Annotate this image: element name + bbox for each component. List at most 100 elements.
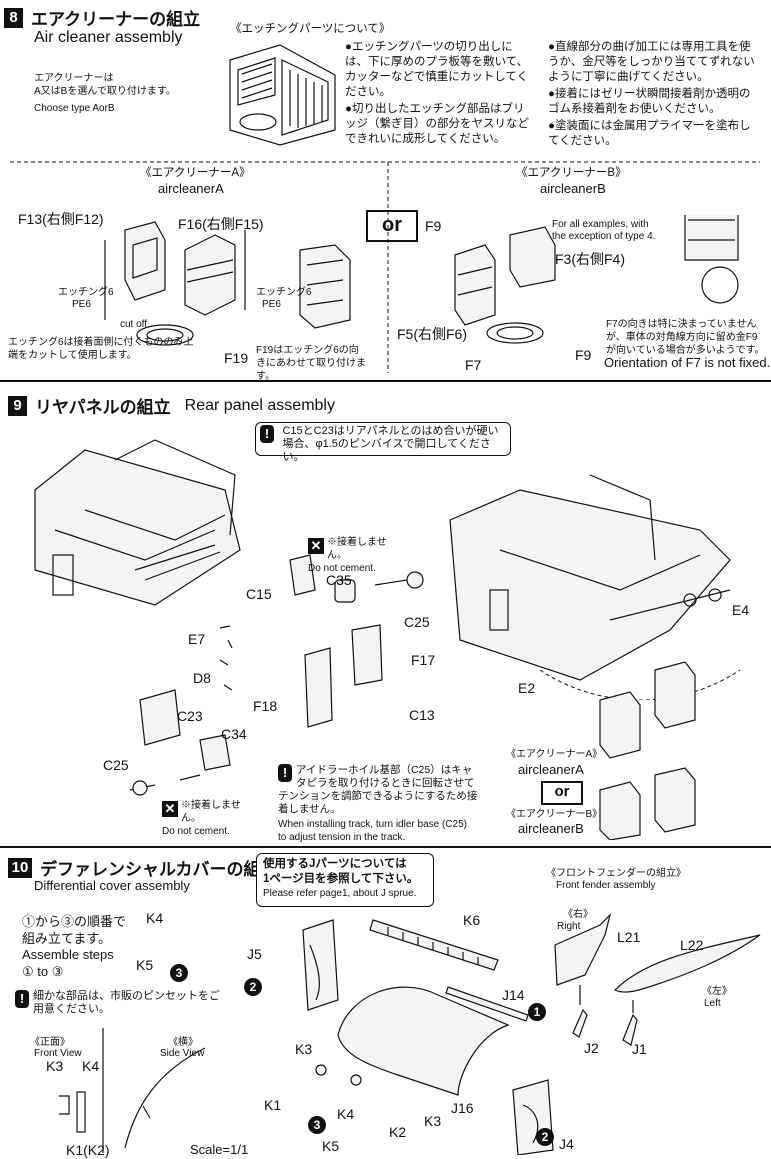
part-k4-view: K4	[82, 1058, 100, 1074]
etching-note-2: ●切り出したエッチング部品はブリッジ（繋ぎ目）の部分をヤスリなどできれいに成形し…	[345, 103, 529, 145]
cleaner-b-title-en: aircleanerB	[540, 181, 606, 196]
section-8-header: 8 エアクリーナーの組立	[4, 5, 200, 30]
ac-b-jp: 《エアクリーナーB》	[506, 809, 603, 820]
or-badge: or	[366, 210, 418, 242]
ac-b-en: aircleanerB	[518, 821, 584, 836]
section-title-jp: エアクリーナーの組立	[31, 10, 201, 29]
part-k1: K1	[264, 1097, 282, 1113]
choose-en: Choose type AorB	[34, 103, 115, 114]
idler-note: ! アイドラーホイル基部（C25）はキャタピラを取り付けるときに回転させてテンシ…	[278, 764, 478, 844]
idler-note-jp: アイドラーホイル基部（C25）はキャタピラを取り付けるときに回転させてテンション…	[278, 764, 478, 815]
part-d8: D8	[193, 670, 211, 686]
ac-a-en: aircleanerA	[518, 762, 584, 777]
step-2-marker-b: 2	[536, 1128, 554, 1146]
no-cement-icon: ✕	[308, 538, 324, 554]
steps-jp-1: ①から③の順番で	[22, 914, 127, 929]
part-j1: J1	[632, 1041, 647, 1057]
warning-box: ! C15とC23はリアパネルとのはめ合いが硬い場合、φ1.5のピンバイスで開口…	[255, 422, 511, 463]
section-8-dividers	[10, 161, 760, 373]
cleaner-a-title-en: aircleanerA	[158, 181, 224, 196]
steps-jp-2: 組み立てます。	[22, 931, 112, 946]
note-f7-en: Orientation of F7 is not fixed.	[604, 355, 771, 370]
front-fender-drawing	[554, 913, 761, 1046]
part-c35: C35	[326, 572, 352, 588]
choose-jp-2: A又はBを選んで取り付けます。	[34, 86, 176, 97]
warning-icon: !	[278, 764, 292, 782]
rear-parts-drawing	[129, 554, 424, 796]
etching-sheet-drawing	[229, 44, 336, 146]
section-title-en: Rear panel assembly	[184, 396, 335, 414]
differential-cover-drawing	[302, 919, 554, 1155]
tweezers-text: 細かな部品は、市販のピンセットをご用意ください。	[33, 990, 220, 1015]
part-f9-bottom: F9	[575, 347, 592, 363]
part-k1k2-view: K1(K2)	[66, 1142, 110, 1158]
section-10-header: 10 デファレンシャルカバーの組立	[8, 855, 278, 880]
step-number: 10	[8, 857, 32, 878]
part-f3: F3(右側F4)	[555, 251, 625, 267]
part-k5-mini: K5	[136, 957, 154, 973]
warning-icon: !	[260, 425, 274, 443]
cleaner-a-drawing	[104, 221, 351, 346]
part-c15: C15	[246, 586, 272, 602]
step-3-marker: 3	[170, 964, 188, 982]
cleaner-a-title-jp: 《エアクリーナーA》	[140, 167, 251, 179]
section-title-en: Differential cover assembly	[34, 878, 190, 893]
part-c25-bottom: C25	[103, 757, 129, 773]
note-b-en-1: For all examples, with	[552, 219, 649, 230]
ac-a-jp: 《エアクリーナーA》	[506, 749, 603, 760]
step-number: 9	[8, 395, 27, 416]
no-cement-note-1: ✕ ※接着しません。 Do not cement.	[308, 536, 388, 575]
etching-notes-left: ●エッチングパーツの切り出しには、下に厚めのプラ板等を敷いて、カッターなどで慎重…	[345, 40, 535, 149]
part-c23: C23	[177, 708, 203, 724]
no-cement-note-2: ✕ ※接着しません。 Do not cement.	[162, 799, 242, 838]
part-k2: K2	[389, 1124, 407, 1140]
etching-title: 《エッチングパーツについて》	[230, 23, 391, 35]
part-k4-mini: K4	[146, 910, 164, 926]
part-f18: F18	[253, 698, 278, 714]
step-3-marker-b: 3	[308, 1116, 326, 1134]
step-1-marker: 1	[528, 1003, 546, 1021]
cut-off-label: cut off	[120, 319, 148, 330]
part-e2: E2	[518, 680, 536, 696]
j-parts-en: Please refer page1, about J sprue.	[263, 888, 417, 899]
no-cement-en: Do not cement.	[308, 563, 376, 574]
part-f5: F5(右側F6)	[397, 326, 467, 342]
etching-note-1: ●エッチングパーツの切り出しには、下に厚めのプラ板等を敷いて、カッターなどで慎重…	[345, 41, 529, 98]
j-parts-jp-1: 使用するJパーツについては	[263, 858, 407, 870]
etching-note-5: ●塗装面には金属用プライマーを塗布してください。	[548, 120, 751, 147]
etching6-right: エッチング6	[256, 287, 312, 298]
part-l22: L22	[680, 937, 704, 953]
section-title-jp: デファレンシャルカバーの組立	[40, 860, 278, 879]
side-view-en: Side View	[160, 1048, 205, 1059]
rear-aircleaner-drawing	[599, 661, 696, 840]
j-parts-box: 使用するJパーツについては 1ページ目を参照して下さい。 Please refe…	[256, 853, 434, 907]
steps-en-2: ① to ③	[22, 964, 64, 979]
etching6-left: エッチング6	[58, 287, 114, 298]
step-2-marker-a: 2	[244, 978, 262, 996]
side-view-jp: 《横》	[168, 1037, 198, 1048]
step-number: 8	[4, 7, 23, 28]
cleaner-b-drawing	[454, 215, 739, 344]
right-jp: 《右》	[563, 909, 593, 920]
j-parts-jp-2: 1ページ目を参照して下さい。	[263, 873, 419, 885]
note-b-en-2: the exception of type 4.	[552, 231, 656, 242]
part-k3-view: K3	[46, 1058, 64, 1074]
etching-note-4: ●接着にはゼリー状瞬間接着剤か透明のゴム系接着剤をお使いください。	[548, 88, 751, 115]
divider-9-10	[0, 846, 771, 848]
left-jp: 《左》	[702, 986, 732, 997]
part-f16: F16(右側F15)	[178, 216, 264, 232]
front-view-en: Front View	[34, 1048, 82, 1059]
part-f17: F17	[411, 652, 436, 668]
etching-notes-right: ●直線部分の曲げ加工には専用工具を使うか、金尺等をしっかり当ててずれないように丁…	[548, 40, 758, 151]
choose-jp-1: エアクリーナーは	[34, 73, 114, 84]
warning-icon: !	[15, 990, 29, 1008]
no-cement-icon: ✕	[162, 801, 178, 817]
front-view-jp: 《正面》	[30, 1037, 70, 1048]
part-k3-b: K3	[424, 1113, 442, 1129]
right-en: Right	[557, 921, 581, 932]
rear-hull-left-drawing	[34, 439, 241, 606]
part-j2: J2	[584, 1040, 599, 1056]
fender-title-en: Front fender assembly	[556, 880, 656, 891]
no-cement-jp: ※接着しません。	[327, 537, 387, 561]
left-en: Left	[704, 998, 721, 1009]
